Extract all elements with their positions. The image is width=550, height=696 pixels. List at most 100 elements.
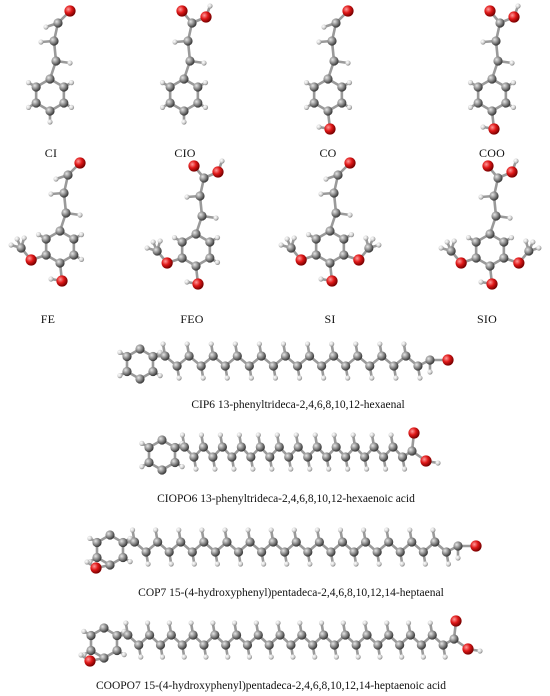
hydrogen-atom	[296, 375, 303, 381]
carbon-atom	[446, 246, 456, 256]
hydrogen-atom	[377, 654, 383, 660]
carbon-atom	[384, 630, 394, 640]
carbon-atom	[217, 442, 227, 452]
carbon-atom	[333, 170, 343, 180]
carbon-atom	[349, 547, 359, 557]
label-COOPO7: COOPO7 15-(4-hydroxyphenyl)pentadeca-2,4…	[95, 680, 447, 692]
carbon-atom	[471, 253, 481, 263]
carbon-atom	[453, 541, 463, 551]
hydrogen-atom	[160, 341, 166, 347]
hydrogen-atom	[272, 375, 279, 381]
carbon-atom	[69, 250, 79, 260]
hydrogen-atom	[250, 466, 256, 472]
carbon-atom	[92, 537, 102, 548]
hydrogen-atom	[202, 104, 209, 110]
carbon-atom	[205, 253, 215, 263]
hydrogen-atom	[48, 191, 54, 197]
hydrogen-atom	[181, 654, 187, 660]
label-CIOPO6: CIOPO6 13-phenyltrideca-2,4,6,8,10,12-he…	[157, 493, 415, 505]
label-FEO: FEO	[180, 312, 204, 326]
carbon-atom	[164, 547, 174, 557]
carbon-atom	[157, 465, 167, 475]
hydrogen-atom	[201, 60, 207, 66]
hydrogen-atom	[318, 276, 324, 282]
carbon-atom	[297, 630, 307, 640]
hydrogen-atom	[117, 373, 123, 379]
hydrogen-atom	[87, 535, 93, 541]
carbon-atom	[191, 261, 201, 271]
carbon-atom	[265, 452, 275, 462]
carbon-atom	[286, 243, 296, 253]
hydrogen-atom	[202, 80, 209, 86]
hydrogen-atom	[435, 460, 441, 466]
hydrogen-atom	[236, 432, 242, 438]
carbon-atom	[59, 98, 69, 108]
hydrogen-atom	[121, 652, 127, 658]
hydrogen-atom	[478, 194, 484, 200]
carbon-atom	[495, 18, 505, 28]
hydrogen-atom	[345, 375, 351, 381]
hydrogen-atom	[451, 238, 457, 244]
hydrogen-atom	[231, 466, 237, 472]
oxygen-atom	[508, 11, 520, 23]
carbon-atom	[268, 361, 279, 371]
carbon-atom	[395, 547, 405, 557]
carbon-atom	[179, 74, 189, 84]
oxygen-atom	[455, 257, 467, 269]
label-COP7: COP7 15-(4-hydroxyphenyl)pentadeca-2,4,6…	[138, 587, 444, 599]
oxygen-atom	[513, 257, 525, 269]
carbon-atom	[236, 442, 246, 452]
hydrogen-atom	[68, 104, 75, 110]
hydrogen-atom	[405, 620, 412, 626]
hydrogen-atom	[369, 375, 375, 381]
carbon-atom	[291, 537, 301, 547]
hydrogen-atom	[145, 561, 151, 567]
hydrogen-atom	[68, 80, 75, 86]
hydrogen-atom	[407, 527, 413, 533]
carbon-atom	[501, 98, 511, 108]
carbon-atom	[185, 56, 195, 66]
hydrogen-atom	[363, 235, 369, 241]
carbon-atom	[208, 452, 218, 462]
hydrogen-atom	[188, 620, 194, 626]
carbon-atom	[280, 547, 290, 557]
oxygen-atom	[488, 123, 500, 135]
hydrogen-atom	[510, 80, 517, 86]
hydrogen-atom	[84, 559, 90, 565]
carbon-atom	[105, 560, 115, 570]
hydrogen-atom	[478, 279, 484, 285]
carbon-atom	[51, 56, 61, 66]
carbon-atom	[337, 98, 347, 108]
carbon-atom	[244, 361, 254, 371]
hydrogen-atom	[316, 39, 322, 45]
hydrogen-atom	[331, 432, 337, 438]
carbon-atom	[157, 435, 167, 445]
carbon-atom	[377, 351, 387, 361]
hydrogen-atom	[303, 104, 310, 110]
carbon-atom	[329, 640, 340, 650]
hydrogen-atom	[353, 341, 359, 347]
carbon-atom	[268, 537, 278, 547]
hydrogen-atom	[172, 39, 178, 45]
hydrogen-atom	[176, 375, 182, 381]
carbon-atom	[487, 74, 497, 84]
carbon-atom	[199, 537, 209, 547]
hydrogen-atom	[139, 464, 145, 470]
carbon-atom	[165, 98, 175, 108]
carbon-atom	[388, 442, 398, 452]
hydrogen-atom	[530, 239, 536, 245]
hydrogen-atom	[138, 654, 144, 660]
carbon-atom	[322, 452, 332, 462]
hydrogen-atom	[417, 375, 423, 381]
hydrogen-atom	[248, 375, 254, 381]
hydrogen-atom	[184, 194, 190, 200]
carbon-atom	[493, 56, 503, 66]
carbon-atom	[231, 630, 242, 640]
carbon-atom	[341, 452, 351, 462]
hydrogen-atom	[117, 349, 123, 355]
hydrogen-atom	[291, 527, 297, 533]
hydrogen-atom	[507, 215, 513, 221]
hydrogen-atom	[321, 24, 327, 30]
label-CIO: CIO	[174, 146, 196, 160]
carbon-atom	[364, 243, 374, 253]
